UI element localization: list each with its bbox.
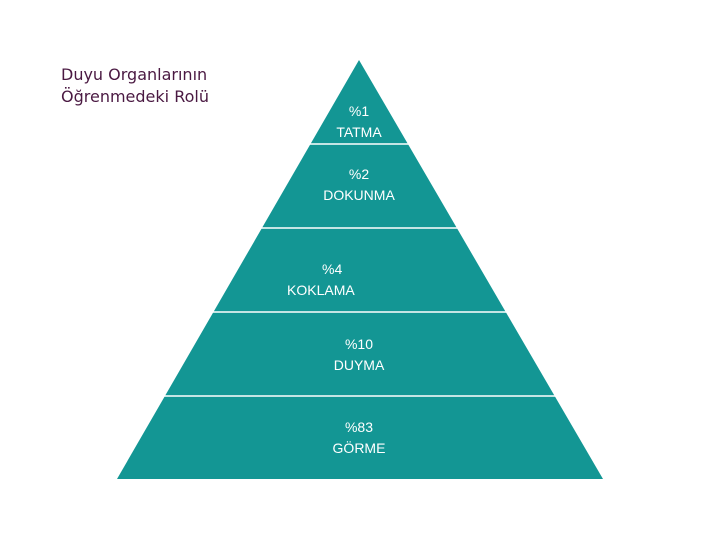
pyramid-shape: [117, 60, 603, 479]
level-label-tatma: %1 TATMA: [314, 101, 404, 143]
level-percent: %1: [348, 103, 370, 119]
level-label-gorme: %83 GÖRME: [309, 417, 409, 459]
level-label-duyma: %10 DUYMA: [309, 334, 409, 376]
level-label-dokunma: %2 DOKUNMA: [309, 164, 409, 206]
level-name: TATMA: [336, 124, 382, 140]
title-line-1: Duyu Organlarının: [61, 65, 208, 84]
level-label-koklama: %4 KOKLAMA: [278, 259, 378, 301]
level-name: DOKUNMA: [323, 187, 395, 203]
level-percent: %10: [344, 336, 374, 352]
title-line-2: Öğrenmedeki Rolü: [61, 87, 209, 106]
level-percent: %4: [322, 261, 343, 277]
level-name: KOKLAMA: [287, 282, 355, 298]
diagram-title: Duyu Organlarının Öğrenmedeki Rolü: [61, 64, 209, 108]
level-percent: %2: [348, 166, 370, 182]
level-percent: %83: [344, 419, 374, 435]
level-name: GÖRME: [332, 440, 386, 456]
level-name: DUYMA: [333, 357, 385, 373]
